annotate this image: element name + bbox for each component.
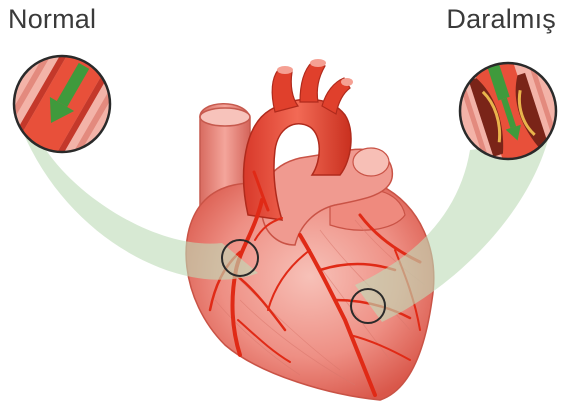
normal-artery-magnifier — [0, 18, 153, 196]
heart — [186, 59, 434, 400]
